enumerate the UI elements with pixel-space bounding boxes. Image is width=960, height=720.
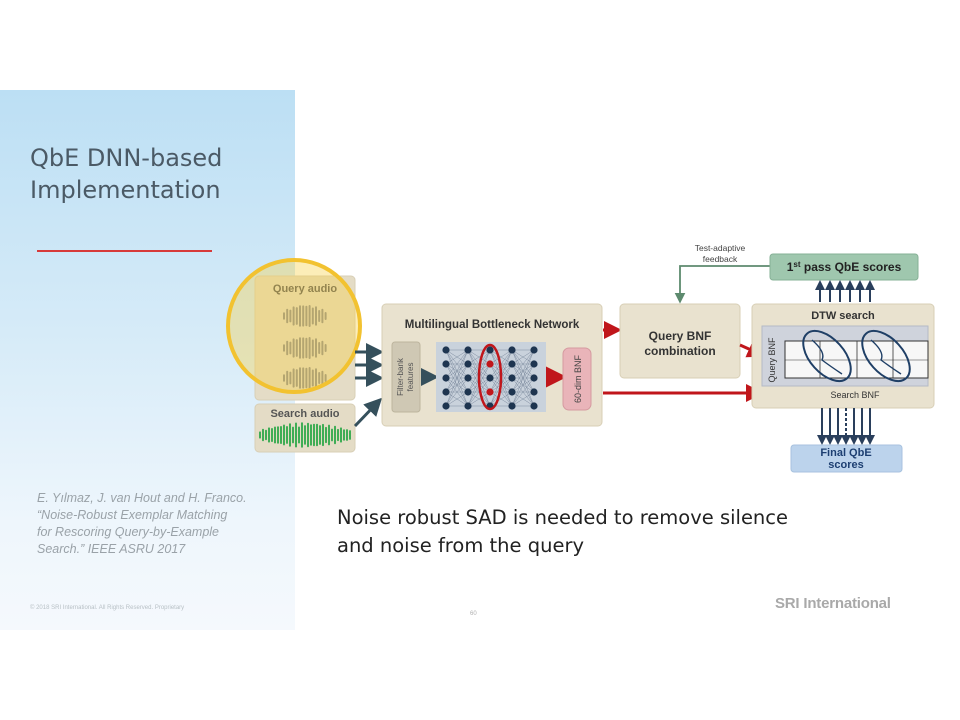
dnn-connection [467, 349, 491, 365]
dnn-connection [511, 377, 535, 407]
bottleneck-layer-highlight [477, 343, 503, 411]
input-arrows [353, 343, 384, 428]
search-bnf-axis-label: Search BNF [830, 390, 880, 400]
dnn-connection [511, 349, 535, 365]
dnn-node [486, 360, 494, 368]
dnn-node [530, 360, 538, 368]
dnn-node [464, 374, 472, 382]
dnn-node [530, 374, 538, 382]
dtw-search-box: DTW search Query BNF Search BNF [751, 303, 935, 409]
bnf-box [562, 347, 592, 411]
dnn-connection [445, 349, 469, 379]
search-audio-label: Search audio [270, 408, 339, 420]
dnn-node [464, 360, 472, 368]
slide-title: QbE DNN-based Implementation [30, 142, 290, 206]
dnn-connection [445, 349, 469, 407]
query-audio-box: Query audio [254, 275, 356, 401]
query-bnf-line-1: Query BNF [649, 329, 712, 343]
dnn-connection [445, 349, 469, 393]
final-line-2: scores [828, 459, 863, 471]
dnn-connection [445, 391, 469, 407]
dnn-node [442, 346, 450, 354]
dnn-connection [511, 349, 535, 393]
dtw-match-regions [802, 329, 911, 383]
search-waveform [259, 422, 351, 448]
dnn-node [530, 388, 538, 396]
dnn-connection [489, 349, 513, 365]
slide-title-line-2: Implementation [30, 176, 221, 204]
dnn-node [508, 346, 516, 354]
filterbank-label-2: features [406, 363, 415, 392]
filterbank-label-1: Filter-bank [396, 357, 405, 396]
citation-line: E. Yılmaz, J. van Hout and H. Franco. [37, 491, 247, 505]
dnn-node [530, 346, 538, 354]
page-number: 60 [470, 611, 477, 617]
slide: QbE DNN-based Implementation Query audio [0, 90, 960, 630]
dnn-connection [467, 391, 491, 407]
caption-line-1: Noise robust SAD is needed to remove sil… [337, 506, 789, 529]
network-title: Multilingual Bottleneck Network [405, 319, 580, 331]
dnn-connection [445, 349, 469, 365]
dtw-matrix [784, 340, 929, 379]
first-pass-scores-box: 1st pass QbE scores [769, 253, 919, 281]
dnn-node [464, 346, 472, 354]
citation: E. Yılmaz, J. van Hout and H. Franco. “N… [37, 490, 287, 558]
bottleneck-network-box: Multilingual Bottleneck Network Filter-b… [381, 303, 603, 427]
citation-line: for Rescoring Query-by-Example [37, 525, 220, 539]
slide-title-line-1: QbE DNN-based [30, 144, 223, 172]
first-pass-label: 1st pass QbE scores [787, 260, 902, 274]
title-underline [37, 250, 212, 252]
copyright-notice: © 2018 SRI International. All Rights Res… [30, 605, 185, 611]
query-bnf-line-2: combination [644, 344, 715, 358]
dnn-node [442, 374, 450, 382]
dnn-node [486, 388, 494, 396]
dnn-node [508, 388, 516, 396]
dnn-node [508, 360, 516, 368]
dnn-connection [445, 377, 469, 407]
dnn-node [442, 388, 450, 396]
bnf-label: 60-dim BNF [573, 354, 583, 403]
query-waveforms [283, 304, 327, 390]
final-score-arrows [817, 408, 875, 445]
test-adaptive-feedback: Test-adaptive feedback [674, 243, 770, 304]
title-panel [0, 90, 295, 630]
citation-line: “Noise-Robust Exemplar Matching [37, 508, 228, 522]
dnn-node [442, 360, 450, 368]
citation-line: Search.” IEEE ASRU 2017 [37, 542, 186, 556]
dnn-connection [511, 349, 535, 407]
search-audio-box: Search audio [254, 403, 356, 453]
slide-caption: Noise robust SAD is needed to remove sil… [337, 504, 897, 560]
dnn-connection [511, 391, 535, 407]
feedback-line-1: Test-adaptive [695, 243, 746, 253]
final-line-1: Final QbE [820, 447, 871, 459]
dnn-node [464, 388, 472, 396]
dtw-title: DTW search [811, 310, 875, 322]
caption-line-2: and noise from the query [337, 534, 585, 557]
query-bnf-axis-label: Query BNF [767, 337, 777, 383]
query-bnf-combination-box: Query BNF combination [619, 303, 741, 379]
dnn-connection [489, 391, 513, 407]
dnn-node [508, 402, 516, 410]
sri-logo: SRI International [775, 595, 891, 612]
dnn-node [464, 402, 472, 410]
dnn-node [442, 402, 450, 410]
qbe-pipeline-diagram: Query audio Search audio Multilingual Bo… [226, 243, 935, 473]
dnn-connection [445, 363, 469, 407]
dnn-node [486, 374, 494, 382]
dnn-connection [511, 349, 535, 379]
query-highlight-circle [226, 258, 362, 394]
dnn-node [486, 346, 494, 354]
first-pass-arrows [815, 280, 875, 302]
dnn-node [508, 374, 516, 382]
query-audio-label: Query audio [273, 283, 337, 295]
final-scores-box: Final QbE scores [790, 444, 903, 473]
dnn-node [530, 402, 538, 410]
feedback-line-2: feedback [703, 254, 738, 264]
filterbank-box [391, 341, 421, 413]
dnn-connection [511, 363, 535, 407]
